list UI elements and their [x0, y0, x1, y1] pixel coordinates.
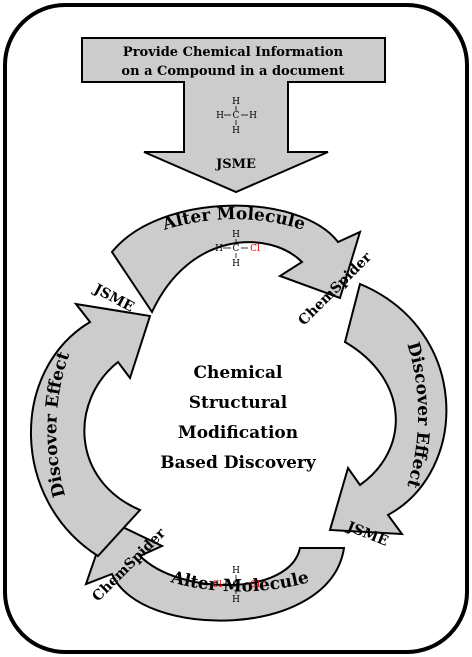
top-box-line1: Provide Chemical Information	[123, 45, 344, 60]
cycle-arrow-bottom	[84, 518, 346, 622]
dichloromethane-c: C	[233, 580, 240, 590]
chloromethane-h-bottom: H	[232, 259, 240, 269]
dichloromethane-h-bottom: H	[232, 595, 240, 605]
chloromethane-h-left: H	[215, 244, 223, 254]
cycle-arrow-left	[30, 302, 152, 558]
dichloromethane-cl-right: Cl	[250, 580, 260, 590]
methane-h-left: H	[216, 111, 224, 121]
center-line4: Based Discovery	[160, 453, 317, 473]
cycle-arrow-top	[110, 204, 362, 315]
top-arrow-jsme-label: JSME	[215, 157, 256, 172]
dichloromethane-h-top: H	[232, 566, 240, 576]
top-arrow	[81, 37, 386, 194]
methane-h-right: H	[249, 111, 257, 121]
chloromethane-h-top: H	[232, 230, 240, 240]
chloromethane-cl: Cl	[250, 244, 260, 254]
center-line1: Chemical	[194, 363, 284, 383]
cycle-arrow-right	[328, 282, 448, 536]
methane-h-top: H	[232, 97, 240, 107]
methane-molecule: H H C H H	[216, 97, 257, 136]
center-line2: Structural	[189, 393, 288, 413]
dichloromethane-cl-left: Cl	[212, 580, 222, 590]
dichloromethane-molecule: H Cl C Cl H	[212, 566, 260, 605]
methane-c: C	[233, 111, 240, 121]
chloromethane-c: C	[233, 244, 240, 254]
chloromethane-molecule: H H C Cl H	[215, 230, 260, 269]
methane-h-bottom: H	[232, 126, 240, 136]
top-box-line2: on a Compound in a document	[121, 64, 344, 79]
center-line3: Modification	[178, 423, 298, 443]
